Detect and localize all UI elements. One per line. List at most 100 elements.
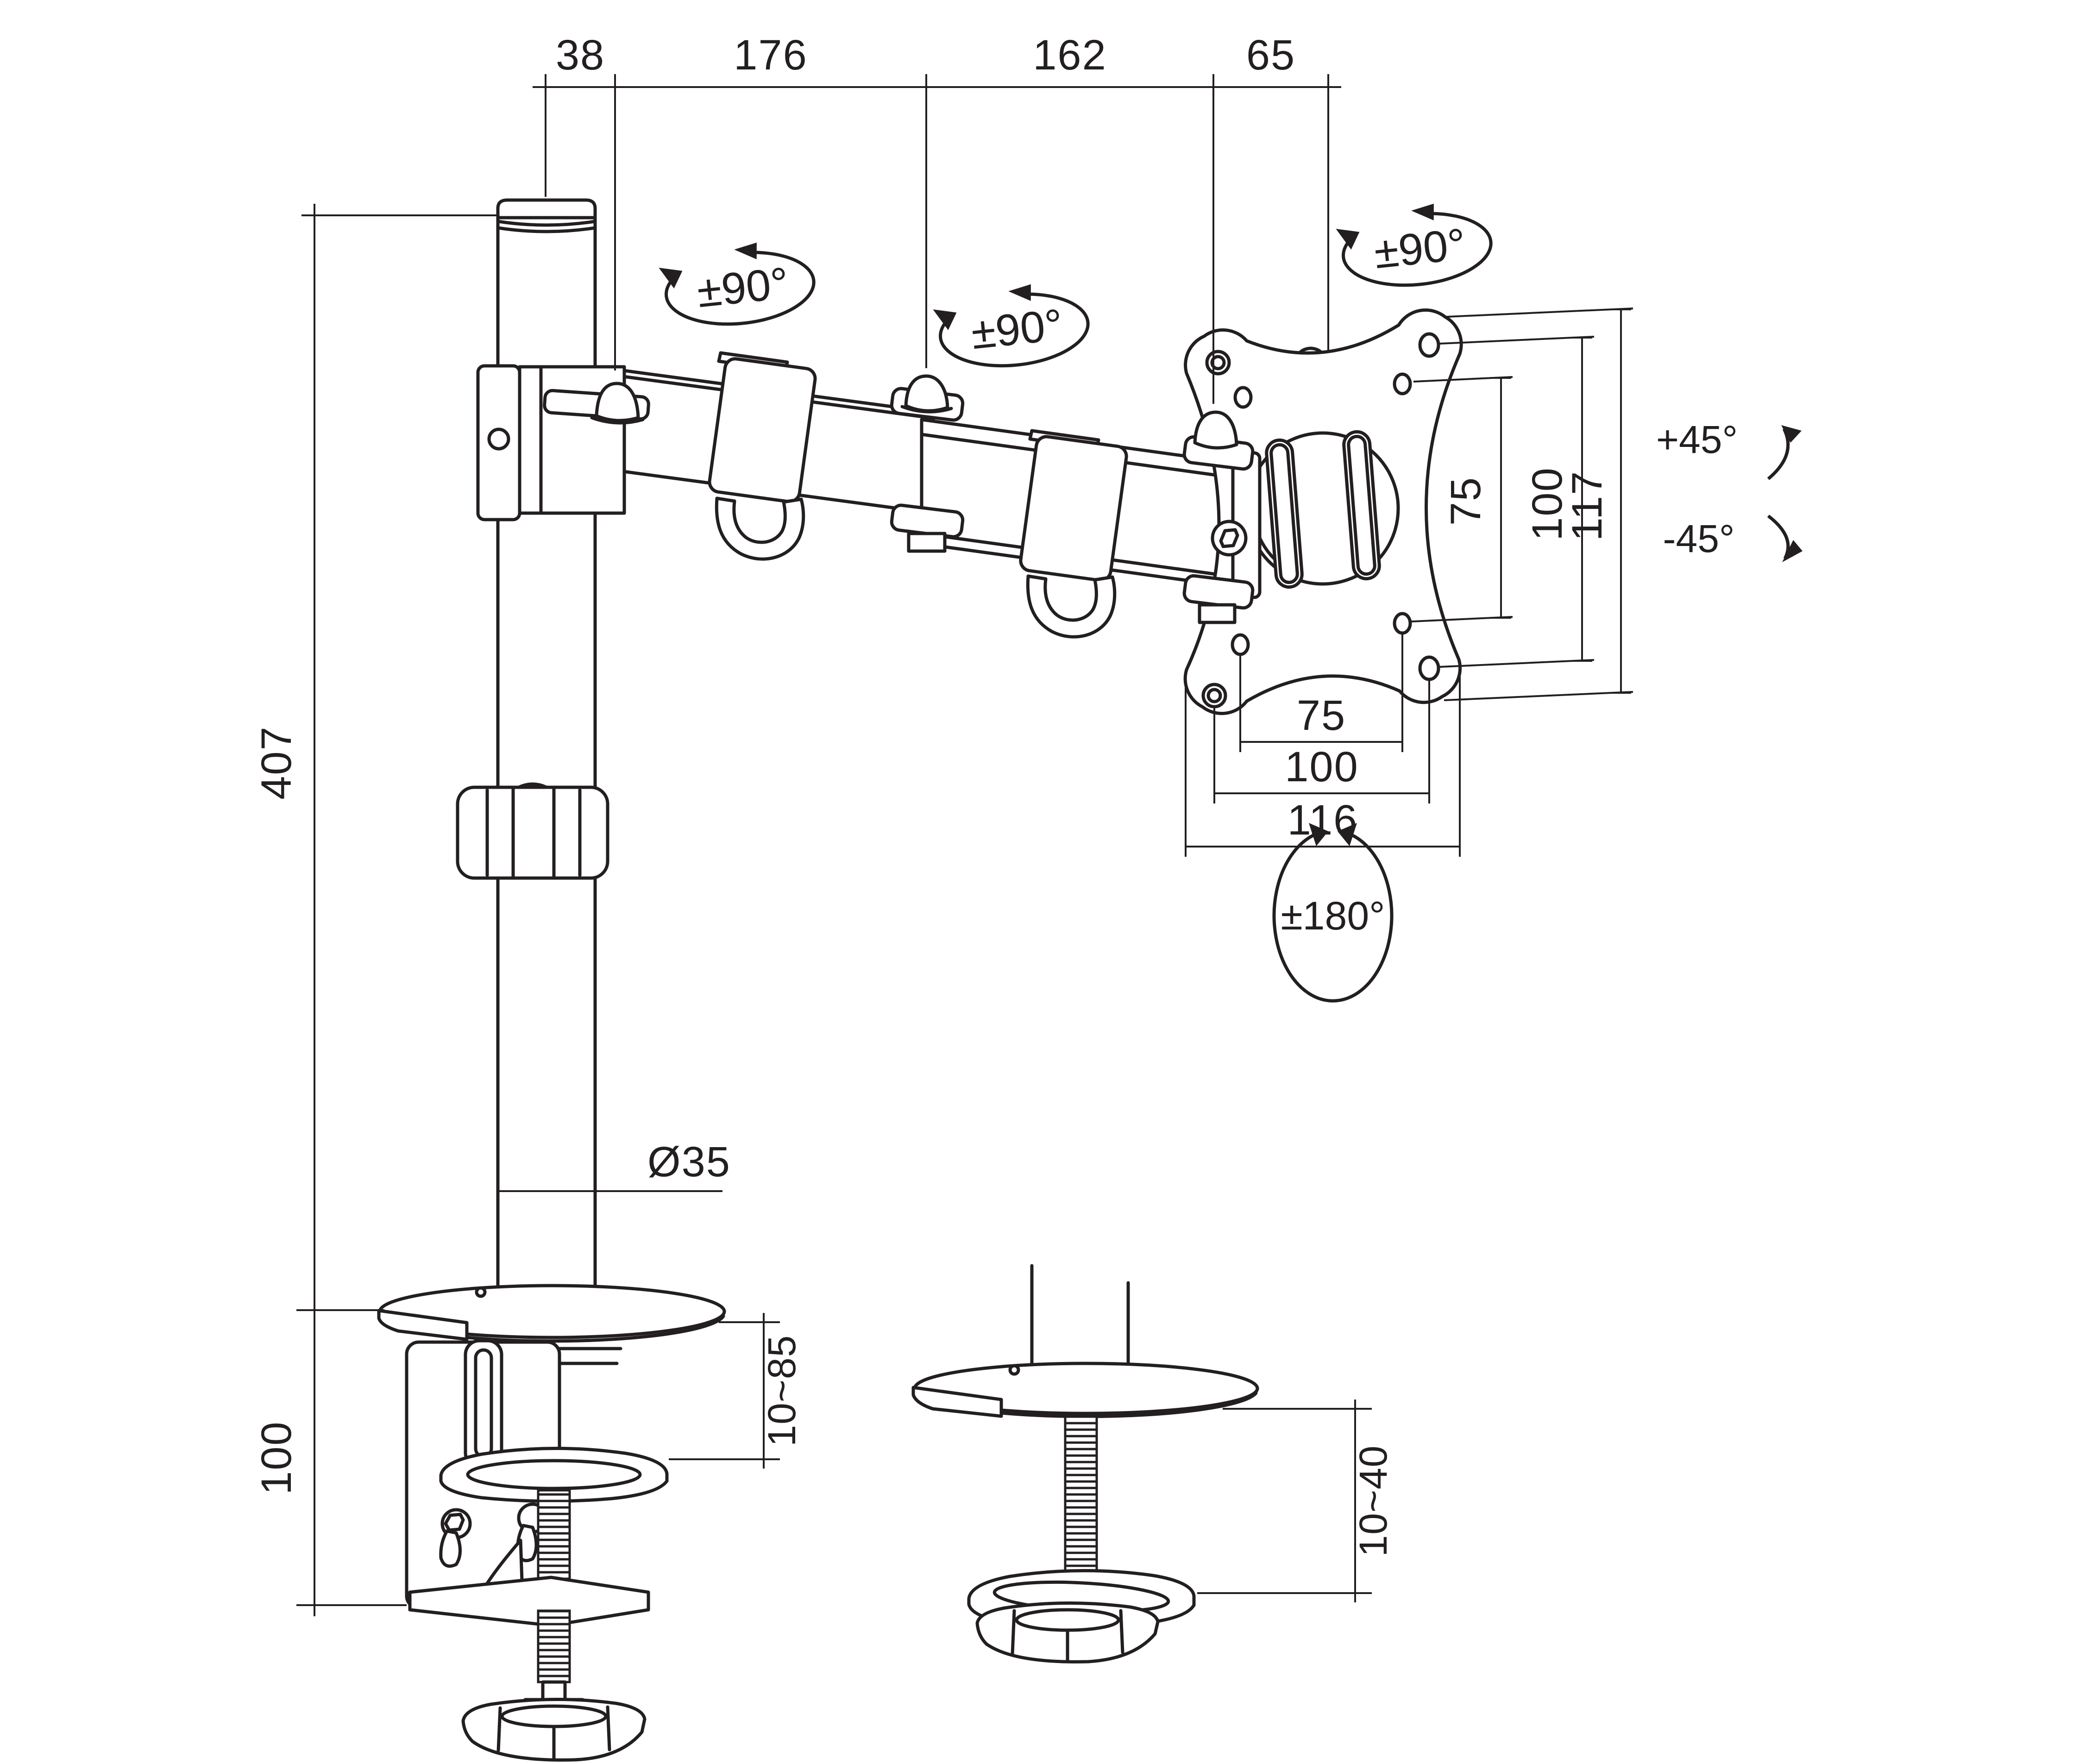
dim-left-407: 407 [253, 726, 300, 800]
rotation-arc [1342, 212, 1493, 287]
keyhole-slot-1-tail [439, 1529, 462, 1568]
vesa-plate [1183, 308, 1463, 716]
grommet-desk-plate-lip [911, 1386, 1003, 1418]
rotation-arrowhead [659, 268, 683, 289]
c-clamp [405, 1339, 669, 1762]
desk-plate-clamp [377, 1284, 726, 1343]
vesa-corner-hole-tr [1418, 332, 1440, 358]
vesa-inner-hole-tl [1233, 386, 1253, 409]
rotation-arrowhead [1338, 823, 1357, 846]
rotation-arc [665, 251, 816, 326]
rotation-arrowhead [1411, 203, 1434, 220]
crown-facet [1119, 1609, 1124, 1654]
cable-hook-1 [715, 496, 805, 561]
clamp-pad [439, 1447, 669, 1503]
ext-line [1439, 336, 1595, 345]
vesa-slot-right [1342, 430, 1381, 581]
vesa-right-dims: 75 100 117 [1411, 308, 1633, 701]
dim-vesa-75v: 75 [1442, 477, 1489, 526]
joint2 [890, 374, 965, 553]
vesa-plate-outline [1183, 308, 1463, 716]
tilt-down-arrowhead [1782, 540, 1803, 562]
dim-top-176: 176 [734, 31, 808, 79]
desk-plate-lip [377, 1309, 469, 1341]
dim-clamp-range: 10~85 [760, 1335, 804, 1447]
pole-diameter-callout: Ø35 [499, 1138, 731, 1192]
keyhole-hex-screw [444, 1513, 465, 1532]
grommet-threaded-rod [1064, 1415, 1098, 1575]
cable-clip-body [456, 785, 609, 880]
ext-line [1444, 691, 1633, 701]
swivel-annotation-2: ±90° [933, 284, 1090, 368]
swivel-annotation-3: ±90° [1336, 203, 1493, 287]
pole-cap [496, 198, 597, 220]
label-tilt-down: -45° [1663, 517, 1735, 560]
joint3-nut [1198, 603, 1237, 624]
clamp-thickness-dim: 10~85 [669, 1313, 804, 1469]
rotation-arrowhead [1336, 229, 1360, 250]
left-dimension-chain: 407 100 [253, 204, 496, 1616]
grommet-thickness-dim: 10~40 [1197, 1400, 1395, 1602]
arm-clip-2 [1019, 429, 1128, 639]
vesa-slot-left-inner [1269, 443, 1299, 584]
rotate-annotation: ±180° [1272, 823, 1394, 1003]
vesa-corner-hole-tl-inner [1210, 355, 1226, 370]
dim-vesa-100v: 100 [1524, 467, 1571, 541]
tilt-annotation: +45° -45° [1656, 418, 1803, 562]
rotation-arc [1272, 834, 1394, 1003]
vesa-inner-hole-tr [1393, 372, 1412, 395]
clip1-band [708, 357, 817, 503]
vesa-slot-right-inner [1347, 434, 1376, 576]
collar-bolt-hole [487, 427, 510, 451]
clamp-screw-upper [537, 1489, 571, 1588]
joint3-knob [1193, 410, 1238, 450]
rotation-arc [939, 292, 1090, 368]
dim-pole-diameter: Ø35 [647, 1138, 731, 1186]
pole-cable-clip [456, 782, 609, 880]
crown-facet [606, 1705, 611, 1751]
desk-plate-screw-hole [475, 1286, 487, 1298]
vesa-hinge-bolt [1211, 520, 1248, 557]
dim-vesa-117: 117 [1564, 471, 1611, 541]
clamp-rail [464, 1339, 503, 1469]
arm-clip-1 [708, 351, 817, 561]
joint1-washer [590, 416, 645, 425]
grommet-mount-variant [911, 1264, 1259, 1664]
tilt-up-arc [1767, 428, 1790, 480]
arm-assembly [377, 198, 1463, 1762]
dim-top-162: 162 [1033, 31, 1107, 79]
rotation-arrowhead [933, 309, 957, 330]
top-dimension-chain: 38 176 162 65 [533, 31, 1341, 404]
vesa-bottom-dims: 75 100 116 [1185, 634, 1461, 857]
vesa-corner-hole-bl-inner [1206, 688, 1222, 703]
label-swivel-90-3: ±90° [1372, 219, 1468, 278]
vesa-slot-left [1265, 438, 1304, 589]
joint2-nut [907, 532, 947, 553]
vesa-inner-hole-bl [1231, 633, 1250, 656]
dim-left-100: 100 [253, 1421, 300, 1495]
cable-clip-tab [517, 782, 548, 789]
rotation-arrowhead [1309, 823, 1328, 846]
pole-cap-seam2 [496, 226, 597, 233]
joint2-knob [904, 374, 949, 413]
clip2-band [1019, 435, 1128, 582]
clamp-screw-shank [541, 1680, 567, 1701]
crown-facet [496, 1706, 502, 1752]
clamp-pad-inner [466, 1459, 642, 1490]
tilt-up-arrowhead [1781, 425, 1802, 443]
tilt-down-arc [1767, 515, 1790, 559]
dimension-annotations: 38 176 162 65 407 100 Ø35 [253, 31, 1803, 1616]
dim-vesa-100h: 100 [1285, 743, 1359, 791]
dim-vesa-75h: 75 [1297, 692, 1346, 739]
pole [496, 198, 597, 1294]
rotation-arrowhead [734, 242, 757, 259]
label-swivel-90-2: ±90° [969, 300, 1065, 358]
swivel-annotation-1: ±90° [659, 242, 816, 326]
pole-collar-joint [476, 364, 650, 521]
pole-cap-seam1 [496, 220, 597, 227]
grommet-plate-screw-hole [1008, 1364, 1020, 1376]
cable-hook-2 [1026, 574, 1117, 639]
joint2-washer [900, 405, 953, 414]
